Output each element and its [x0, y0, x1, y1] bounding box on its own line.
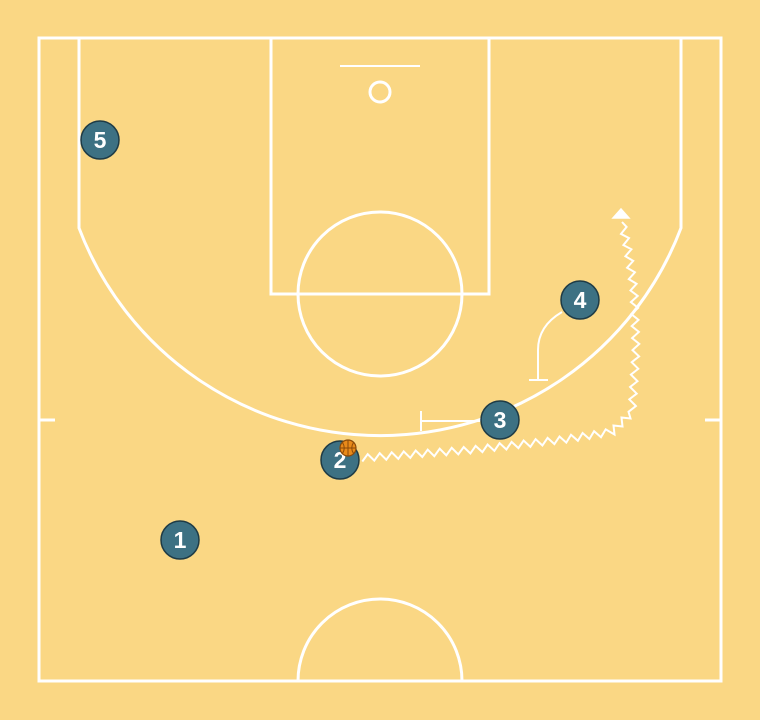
basketball-icon [339, 439, 357, 457]
player-5[interactable]: 5 [80, 120, 120, 160]
player-marker [160, 520, 200, 560]
player-marker [80, 120, 120, 160]
free-throw-circle [296, 210, 464, 378]
player-4[interactable]: 4 [560, 280, 600, 320]
screen-line-player-4 [537, 311, 563, 379]
player-3[interactable]: 3 [480, 400, 520, 440]
play-actions [361, 207, 641, 463]
player-number: 4 [574, 287, 587, 313]
hoop [368, 80, 392, 104]
player-1[interactable]: 1 [160, 520, 200, 560]
player-number: 1 [174, 527, 187, 553]
court-lines [37, 36, 723, 683]
player-marker [560, 280, 600, 320]
dribble-path [361, 221, 641, 463]
dribble-arrowhead [611, 207, 631, 219]
player-number: 5 [94, 127, 107, 153]
center-circle [296, 597, 464, 682]
player-marker [480, 400, 520, 440]
paint-lane [269, 36, 491, 296]
player-number: 3 [494, 407, 507, 433]
three-point-line [77, 38, 683, 438]
